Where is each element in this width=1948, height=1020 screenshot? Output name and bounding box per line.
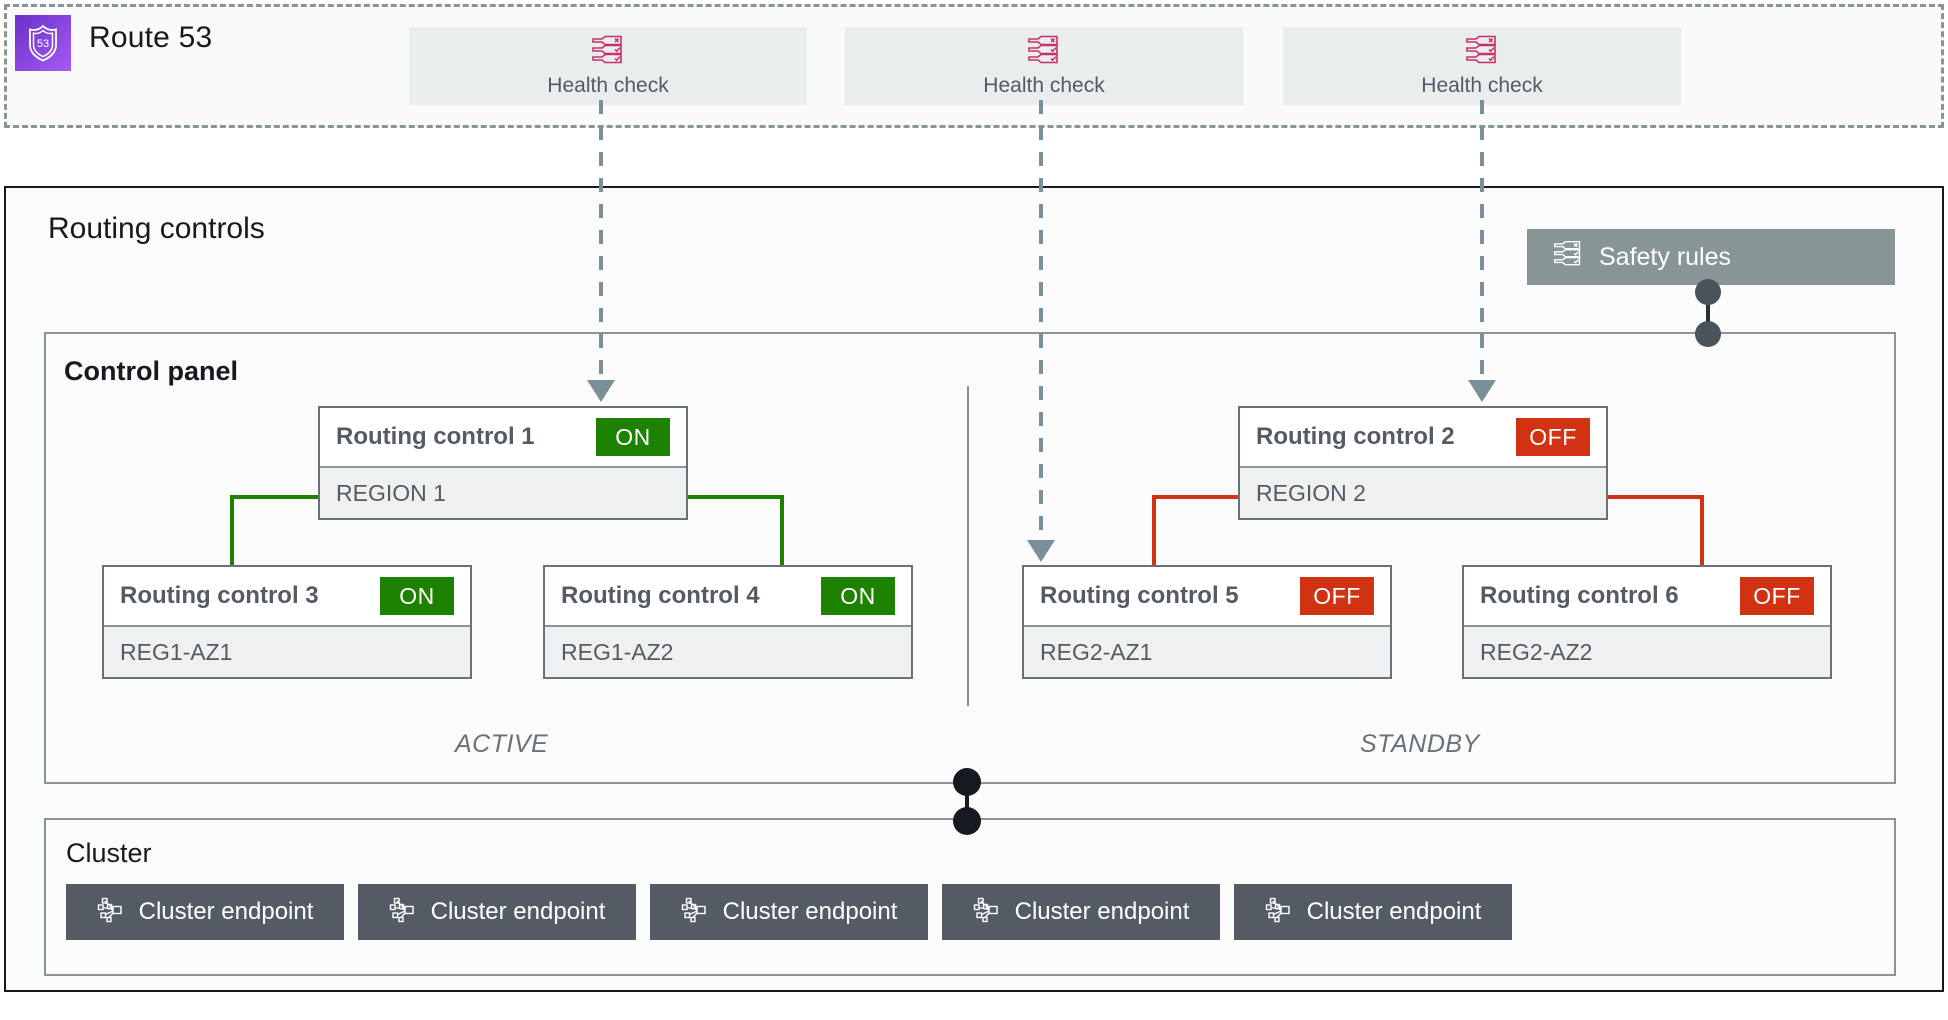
cluster-endpoint-icon bbox=[681, 896, 709, 929]
active-standby-divider bbox=[967, 386, 969, 706]
route53-shield-number: 53 bbox=[37, 38, 49, 50]
cluster-endpoint-label: Cluster endpoint bbox=[1306, 898, 1482, 925]
routing-control-scope: REG2-AZ2 bbox=[1464, 625, 1830, 677]
cluster-endpoint-icon bbox=[973, 896, 1001, 929]
routing-control-5[interactable]: Routing control 5 OFF REG2-AZ1 bbox=[1022, 565, 1392, 679]
cluster-endpoint-icon bbox=[1265, 896, 1293, 929]
cluster-endpoint-label: Cluster endpoint bbox=[138, 898, 314, 925]
cluster-boundary: Cluster C bbox=[44, 818, 1896, 976]
routing-control-header: Routing control 2 OFF bbox=[1240, 408, 1606, 466]
status-badge: OFF bbox=[1300, 577, 1374, 615]
route53-title: Route 53 bbox=[89, 21, 213, 54]
routing-control-name: Routing control 1 bbox=[336, 423, 535, 450]
cluster-endpoint-icon bbox=[389, 896, 417, 929]
cluster-endpoint-2[interactable]: Cluster endpoint bbox=[358, 884, 636, 940]
cluster-endpoint-row: Cluster endpoint bbox=[66, 884, 1512, 940]
cluster-endpoint-icon bbox=[97, 896, 125, 929]
health-check-icon bbox=[1465, 35, 1499, 72]
routing-control-name: Routing control 6 bbox=[1480, 582, 1679, 609]
status-badge: ON bbox=[821, 577, 895, 615]
cluster-title: Cluster bbox=[66, 838, 152, 868]
routing-control-header: Routing control 1 ON bbox=[320, 408, 686, 466]
routing-control-4[interactable]: Routing control 4 ON REG1-AZ2 bbox=[543, 565, 913, 679]
safety-rules-box[interactable]: Safety rules bbox=[1527, 229, 1895, 285]
cluster-endpoint-label: Cluster endpoint bbox=[430, 898, 606, 925]
safety-rules-label: Safety rules bbox=[1599, 242, 1732, 271]
routing-control-scope: REG2-AZ1 bbox=[1024, 625, 1390, 677]
routing-control-6[interactable]: Routing control 6 OFF REG2-AZ2 bbox=[1462, 565, 1832, 679]
health-check-label: Health check bbox=[547, 73, 669, 97]
status-badge: ON bbox=[380, 577, 454, 615]
control-panel-boundary: Control panel bbox=[44, 332, 1896, 784]
routing-control-header: Routing control 5 OFF bbox=[1024, 567, 1390, 625]
cluster-endpoint-4[interactable]: Cluster endpoint bbox=[942, 884, 1220, 940]
status-badge: ON bbox=[596, 418, 670, 456]
cluster-endpoint-label: Cluster endpoint bbox=[722, 898, 898, 925]
status-badge: OFF bbox=[1516, 418, 1590, 456]
safety-rules-icon bbox=[1553, 240, 1583, 274]
routing-control-name: Routing control 3 bbox=[120, 582, 319, 609]
health-check-icon bbox=[591, 35, 625, 72]
cluster-endpoint-1[interactable]: Cluster endpoint bbox=[66, 884, 344, 940]
routing-control-header: Routing control 4 ON bbox=[545, 567, 911, 625]
health-check-1[interactable]: Health check bbox=[409, 27, 807, 105]
health-check-icon bbox=[1027, 35, 1061, 72]
health-check-label: Health check bbox=[983, 73, 1105, 97]
routing-control-scope: REGION 1 bbox=[320, 466, 686, 518]
active-label: ACTIVE bbox=[455, 730, 549, 758]
cluster-endpoint-5[interactable]: Cluster endpoint bbox=[1234, 884, 1512, 940]
routing-control-name: Routing control 5 bbox=[1040, 582, 1239, 609]
cluster-endpoint-label: Cluster endpoint bbox=[1014, 898, 1190, 925]
routing-control-name: Routing control 4 bbox=[561, 582, 760, 609]
routing-control-scope: REG1-AZ1 bbox=[104, 625, 470, 677]
routing-control-name: Routing control 2 bbox=[1256, 423, 1455, 450]
routing-control-header: Routing control 3 ON bbox=[104, 567, 470, 625]
standby-label: STANDBY bbox=[1360, 730, 1480, 758]
routing-control-1[interactable]: Routing control 1 ON REGION 1 bbox=[318, 406, 688, 520]
health-check-label: Health check bbox=[1421, 73, 1543, 97]
routing-controls-title: Routing controls bbox=[48, 212, 265, 245]
routing-control-3[interactable]: Routing control 3 ON REG1-AZ1 bbox=[102, 565, 472, 679]
control-panel-title: Control panel bbox=[64, 356, 238, 386]
health-check-2[interactable]: Health check bbox=[845, 27, 1243, 105]
routing-control-2[interactable]: Routing control 2 OFF REGION 2 bbox=[1238, 406, 1608, 520]
route53-icon: 53 bbox=[15, 15, 71, 71]
status-badge: OFF bbox=[1740, 577, 1814, 615]
cluster-endpoint-3[interactable]: Cluster endpoint bbox=[650, 884, 928, 940]
routing-control-scope: REGION 2 bbox=[1240, 466, 1606, 518]
routing-control-header: Routing control 6 OFF bbox=[1464, 567, 1830, 625]
route53-boundary: 53 Route 53 Health bbox=[4, 4, 1944, 128]
routing-control-scope: REG1-AZ2 bbox=[545, 625, 911, 677]
health-check-3[interactable]: Health check bbox=[1283, 27, 1681, 105]
